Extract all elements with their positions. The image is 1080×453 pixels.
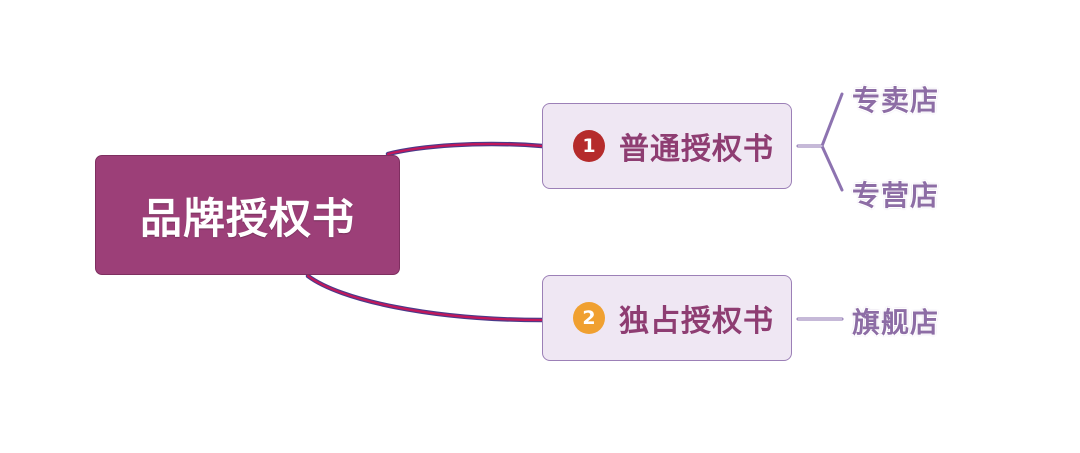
leaf-label-1-2: 专营店 <box>852 179 940 212</box>
priority-badge-2: 2 <box>573 302 605 334</box>
branch-node-2[interactable]: 2 独占授权书 <box>542 275 792 361</box>
connector-root-branch-1-inner <box>386 142 544 156</box>
connector-root-branch-2 <box>305 273 545 323</box>
connector-root-branch-2-inner <box>306 274 544 322</box>
leaf-node-1-2[interactable]: 专营店 <box>852 174 939 214</box>
leaf-label-2-1: 旗舰店 <box>852 306 940 339</box>
root-label: 品牌授权书 <box>139 193 355 243</box>
branch-label-1: 普通授权书 <box>619 132 774 167</box>
leaf-node-1-1[interactable]: 专卖店 <box>852 79 939 119</box>
root-node[interactable]: 品牌授权书 <box>95 155 400 275</box>
priority-badge-1: 1 <box>573 130 605 162</box>
connector-branch-1-leaves <box>796 92 844 192</box>
branch-label-2: 独占授权书 <box>619 304 774 339</box>
leaf-label-1-1: 专卖店 <box>852 84 940 117</box>
leaf-node-2-1[interactable]: 旗舰店 <box>852 301 939 341</box>
branch-node-1[interactable]: 1 普通授权书 <box>542 103 792 189</box>
